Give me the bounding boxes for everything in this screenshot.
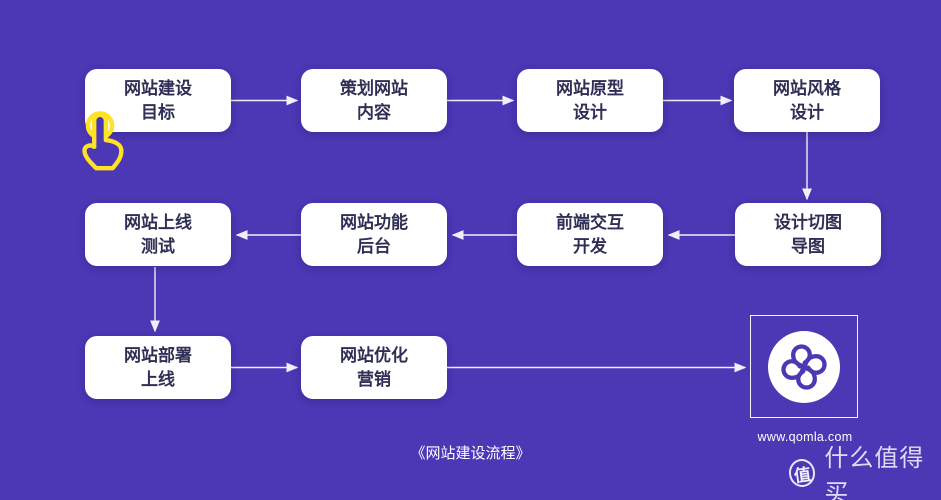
node-label: 网站功能	[340, 212, 408, 232]
flow-node-backend: 网站功能 后台	[301, 203, 447, 266]
node-label: 网站优化	[340, 345, 408, 365]
logo-website-url: www.qomla.com	[757, 430, 853, 444]
node-label: 导图	[791, 236, 825, 256]
node-label: 测试	[141, 236, 175, 256]
qomla-clover-logo-icon	[768, 330, 840, 403]
logo-frame	[750, 315, 858, 418]
node-label: 营销	[357, 369, 391, 389]
node-label: 上线	[141, 369, 175, 389]
smzdm-badge-icon: 值	[787, 457, 818, 489]
flow-node-plan: 策划网站 内容	[301, 69, 447, 132]
flow-node-prototype: 网站原型 设计	[517, 69, 663, 132]
node-label: 策划网站	[340, 78, 408, 98]
node-label: 前端交互	[556, 212, 624, 232]
flow-node-style: 网站风格 设计	[734, 69, 880, 132]
node-label: 后台	[357, 236, 391, 256]
node-label: 网站上线	[124, 212, 192, 232]
flow-node-online-test: 网站上线 测试	[85, 203, 231, 266]
flow-node-frontend: 前端交互 开发	[517, 203, 663, 266]
node-label: 网站建设	[124, 78, 192, 98]
watermark: 值 什么值得买	[787, 445, 941, 500]
flowchart-caption: 《网站建设流程》	[410, 445, 531, 462]
watermark-label: 什么值得买	[824, 445, 925, 500]
node-label: 网站原型	[556, 78, 624, 98]
node-label: 目标	[141, 102, 175, 122]
node-label: 网站部署	[124, 345, 192, 365]
node-label: 设计切图	[774, 212, 842, 232]
node-label: 网站风格	[773, 78, 841, 98]
node-label: 内容	[357, 102, 391, 122]
flow-node-goal: 网站建设 目标	[85, 69, 231, 132]
node-label: 开发	[573, 236, 607, 256]
flow-node-slice: 设计切图 导图	[735, 203, 881, 266]
tap-hand-icon	[82, 111, 124, 171]
flow-node-optimize: 网站优化 营销	[301, 336, 447, 399]
node-label: 设计	[790, 102, 824, 122]
flow-node-deploy: 网站部署 上线	[85, 336, 231, 399]
node-label: 设计	[573, 102, 607, 122]
